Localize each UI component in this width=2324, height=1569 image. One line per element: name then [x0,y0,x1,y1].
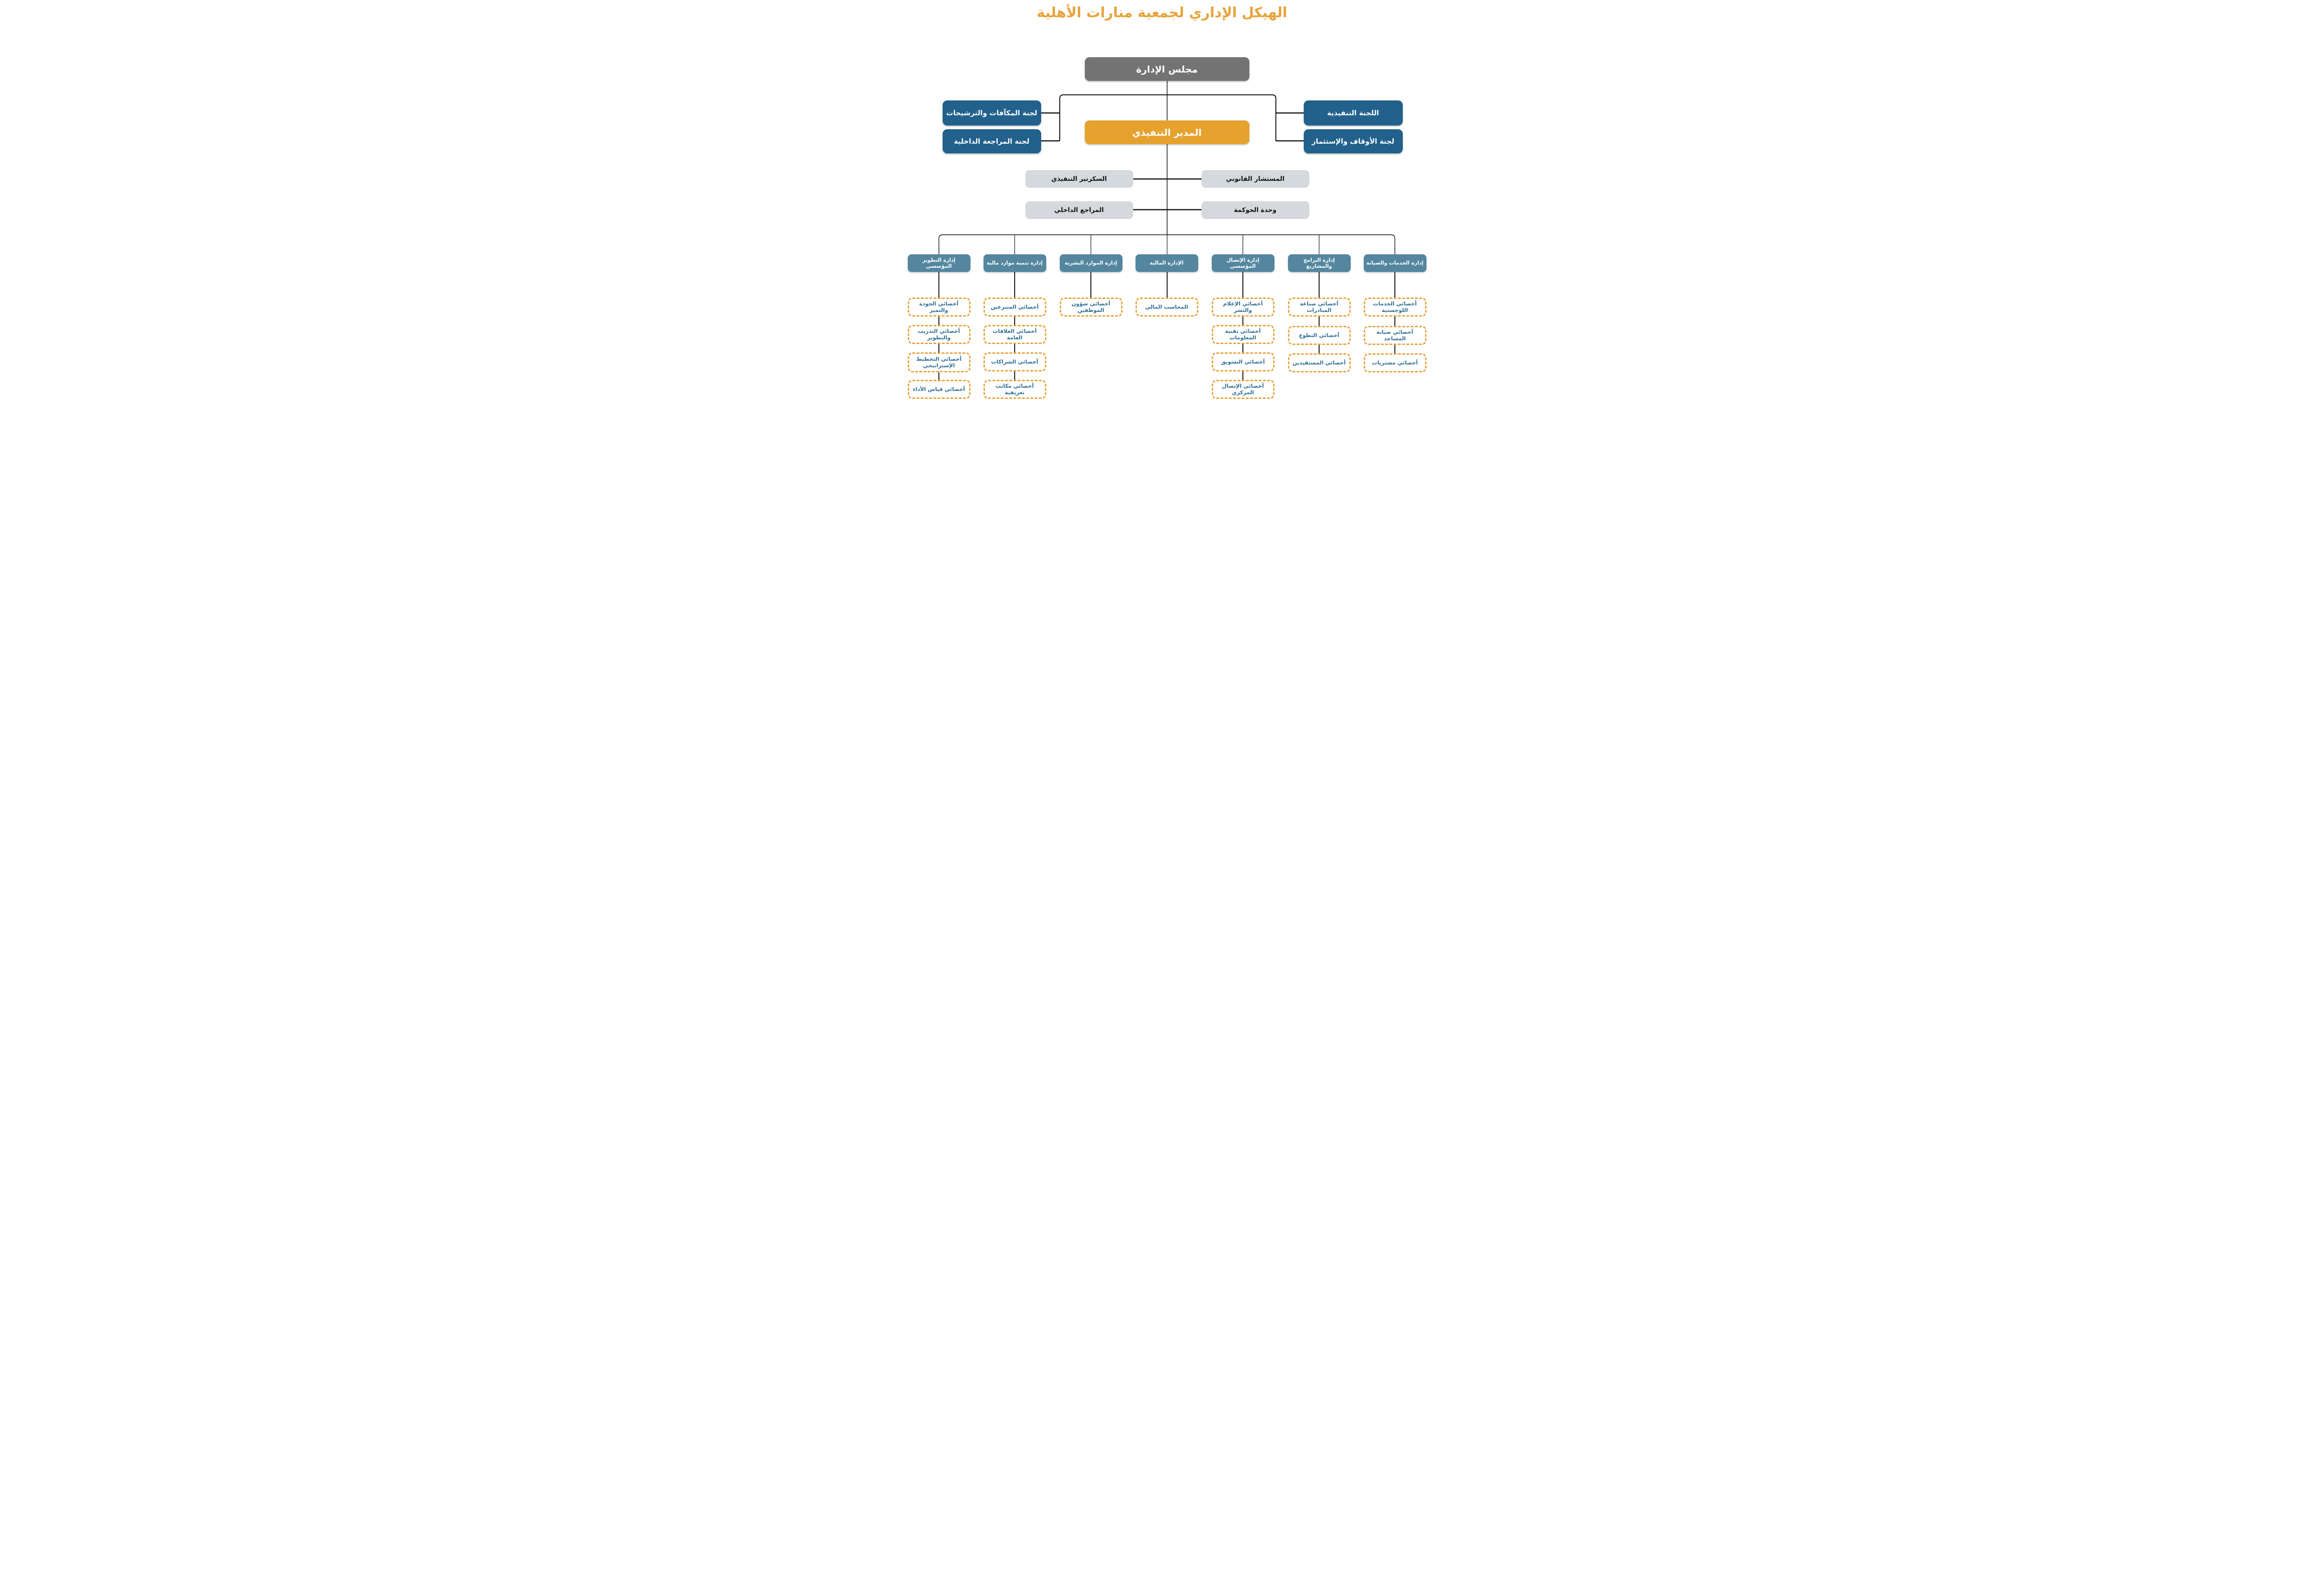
dept-human-resources-box: إدارة الموارد البشرية [1059,254,1122,272]
committee-executive-box: اللجنة التنفيذية [1303,100,1403,126]
specialist-donors-box: أخصائي المتبرعين [983,298,1046,317]
legal-advisor-box: المستشار القانوني [1201,170,1309,188]
specialist-procurement-box: أخصائي مشتريات [1363,353,1426,372]
dept-finance-box: الإدارة المالية [1135,254,1198,272]
specialist-media-publishing-box: أخصائي الإعلام والنشر [1211,298,1274,317]
committee-internal-audit-box: لجنة المراجعة الداخلية [942,129,1041,153]
dept-services-maintenance-box: إدارة الخدمات والصيانة [1363,254,1426,272]
committee-endowments-investment-box: لجنة الأوقاف والإستثمار [1303,129,1403,153]
governance-unit-box: وحدة الحوكمة [1201,201,1309,219]
committee-rewards-nominations-box: لجنة المكآفات والترشيحات [942,100,1041,126]
executive-secretary-box: السكرتير التنفيذي [1025,170,1133,188]
board-of-directors-box: مجلس الإدارة [1084,57,1249,81]
specialist-information-technology-box: أخصائي تقنية المعلومات [1211,325,1274,344]
specialist-mosque-maintenance-box: أخصائي صيانة المساجد [1363,326,1426,345]
specialist-volunteering-box: أخصائي التطوع [1287,326,1351,345]
specialist-quality-excellence-box: أخصائي الجودة والتميز [907,298,971,317]
specialist-employee-affairs-box: أخصائي شؤون الموظفين [1059,298,1122,317]
dept-corporate-communication-box: إدارة الإتصال المؤسسي [1211,254,1274,272]
specialist-logistics-services-box: أخصائي الخدمات اللوجستية [1363,298,1426,317]
specialist-partnerships-box: أخصائي الشراكات [983,352,1046,371]
dept-programs-projects-box: إدارة البرامج والمشاريع [1287,254,1351,272]
dept-financial-resources-development-box: إدارة تنمية موارد مالية [983,254,1046,272]
specialist-public-relations-box: أخصائي العلاقات العامة [983,325,1046,344]
financial-accountant-box: المحاسب المالي [1135,298,1198,317]
specialist-performance-measurement-box: أخصائي قياس الأداء [907,380,971,399]
specialist-marketing-box: أخصائي التسويق [1211,352,1274,371]
specialist-beneficiaries-box: أخصائي المستفيدين [1287,353,1351,372]
executive-director-box: المدير التنفيذي [1084,120,1249,144]
specialist-call-center-box: أخصائي الإتصال المركزي [1211,380,1274,399]
specialist-initiatives-box: أخصائي صناعة المبادرات [1287,298,1351,317]
dept-institutional-development-box: إدارة التطوير المؤسسي [907,254,971,272]
specialist-strategic-planning-box: أخصائي التخطيط الإستراتيجي [907,352,971,372]
page-title: الهيكل الإداري لجمعية منارات الأهلية [1037,5,1287,21]
specialist-training-development-box: أخصائي التدريب والتطوير [907,325,971,344]
org-chart: الهيكل الإداري لجمعية منارات الأهلية مجل… [803,0,1521,404]
specialist-intro-offices-box: أخصائي مكاتب تعريفية [983,380,1046,399]
internal-auditor-box: المراجع الداخلي [1025,201,1133,219]
